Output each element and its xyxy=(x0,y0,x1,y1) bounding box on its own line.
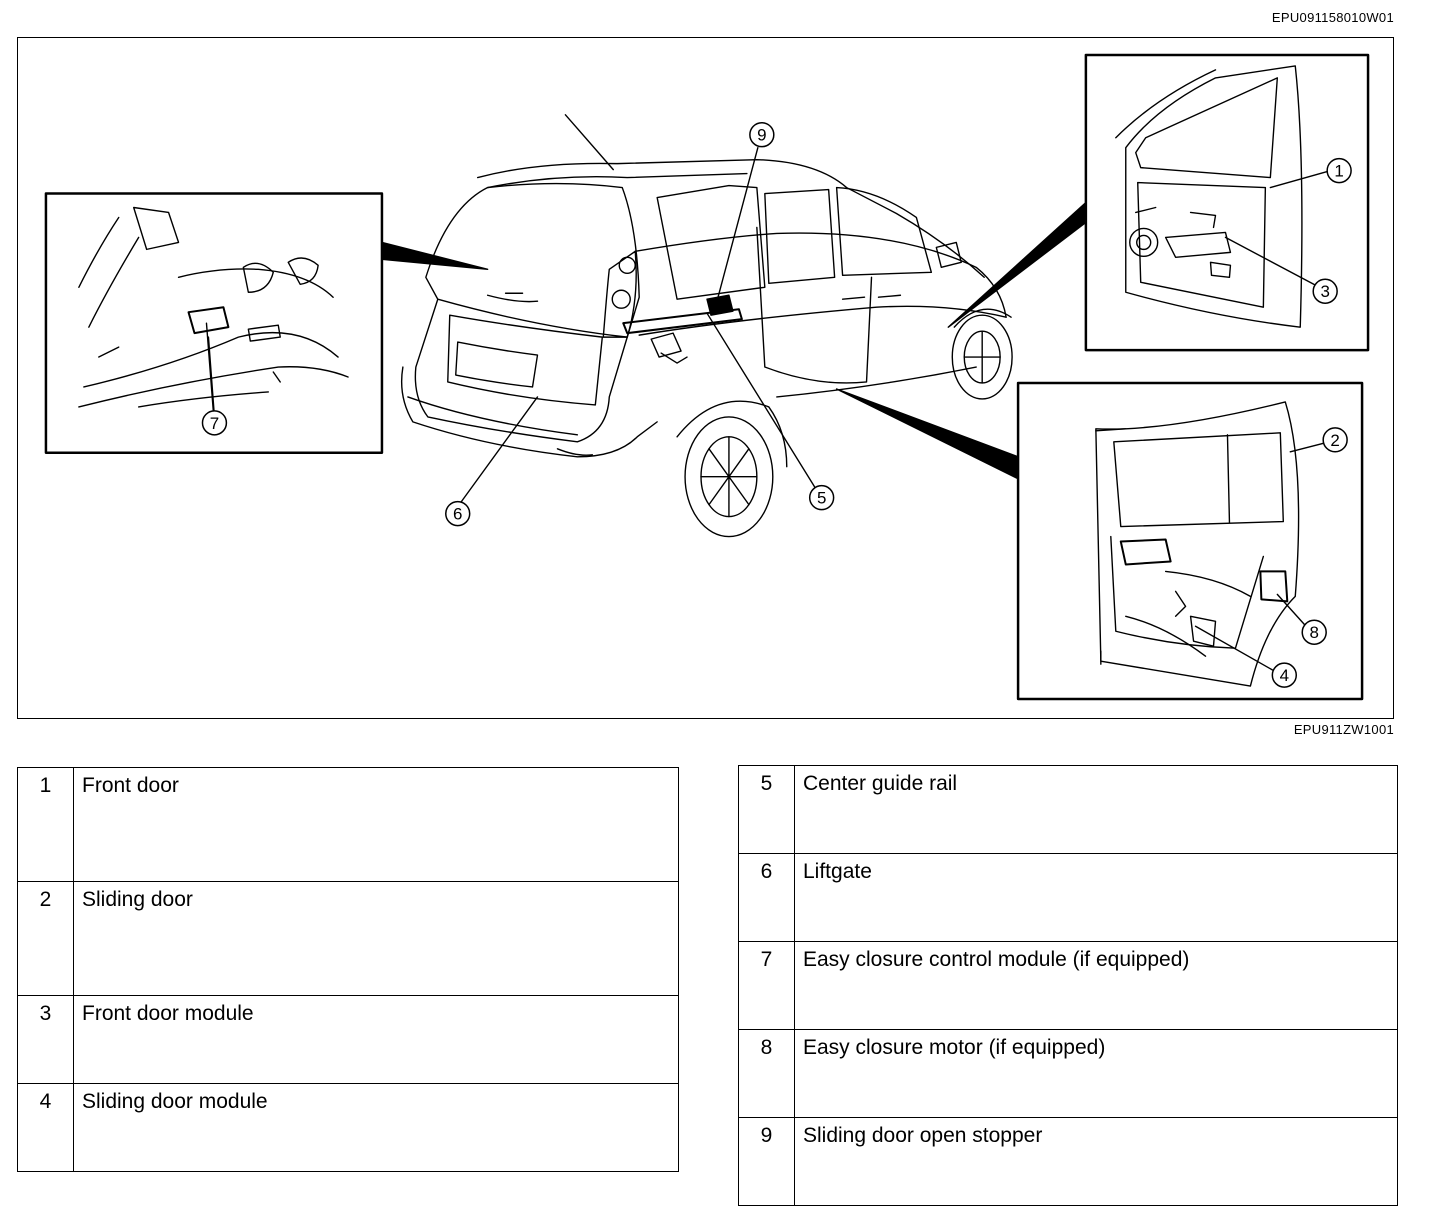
figure-code-bottom: EPU911ZW1001 xyxy=(1293,722,1394,737)
callout-8: 8 xyxy=(1301,619,1327,645)
legend-label: Liftgate xyxy=(794,853,1398,942)
legend-label: Sliding door xyxy=(73,881,679,996)
legend-label: Sliding door module xyxy=(73,1083,679,1172)
legend-row: 4 Sliding door module xyxy=(17,1083,679,1172)
vehicle-body xyxy=(400,114,1013,538)
callout-label-3: 3 xyxy=(1320,282,1329,301)
inset-sliding-door xyxy=(835,381,1364,701)
callout-5: 5 xyxy=(808,484,835,511)
legend-row: 5 Center guide rail xyxy=(738,765,1398,854)
legend-row: 3 Front door module xyxy=(17,995,679,1084)
vehicle-diagram: 9 5 6 7 1 3 2 xyxy=(17,37,1394,719)
callout-6: 6 xyxy=(445,500,471,527)
legend-label: Front door module xyxy=(73,995,679,1084)
legend-number: 2 xyxy=(17,881,74,996)
callout-label-7: 7 xyxy=(210,414,219,433)
callout-7: 7 xyxy=(201,410,228,436)
legend-number: 7 xyxy=(738,941,795,1030)
legend-label: Sliding door open stopper xyxy=(794,1117,1398,1206)
legend-number: 4 xyxy=(17,1083,74,1172)
figure-code-top: EPU091158010W01 xyxy=(1271,10,1394,25)
legend-number: 3 xyxy=(17,995,74,1084)
legend-row: 9 Sliding door open stopper xyxy=(738,1117,1398,1206)
legend-number: 1 xyxy=(17,767,74,882)
callout-label-9: 9 xyxy=(757,126,766,145)
legend-number: 8 xyxy=(738,1029,795,1118)
callout-1: 1 xyxy=(1326,157,1352,184)
legend-number: 5 xyxy=(738,765,795,854)
legend-row: 2 Sliding door xyxy=(17,881,679,996)
callout-label-1: 1 xyxy=(1334,162,1343,181)
legend-row: 1 Front door xyxy=(17,767,679,882)
callout-markers: 9 5 6 7 1 3 2 xyxy=(201,122,1352,688)
legend-label: Easy closure control module (if equipped… xyxy=(794,941,1398,1030)
callout-4: 4 xyxy=(1271,662,1298,688)
legend-number: 9 xyxy=(738,1117,795,1206)
legend-row: 6 Liftgate xyxy=(738,853,1398,942)
callout-label-8: 8 xyxy=(1309,623,1318,642)
callout-label-5: 5 xyxy=(817,489,826,508)
callout-label-2: 2 xyxy=(1330,431,1339,450)
legend-table-right: 5 Center guide rail 6 Liftgate 7 Easy cl… xyxy=(738,765,1398,1206)
callout-label-6: 6 xyxy=(453,505,462,524)
callout-9: 9 xyxy=(749,122,775,148)
callout-3: 3 xyxy=(1312,278,1338,304)
legend-number: 6 xyxy=(738,853,795,942)
legend-row: 7 Easy closure control module (if equipp… xyxy=(738,941,1398,1030)
inset-front-door xyxy=(947,53,1370,352)
legend-label: Front door xyxy=(73,767,679,882)
diagram-drawing: 9 5 6 7 1 3 2 xyxy=(44,53,1370,701)
legend-label: Easy closure motor (if equipped) xyxy=(794,1029,1398,1118)
legend-table-left: 1 Front door 2 Sliding door 3 Front door… xyxy=(17,767,679,1172)
callout-2: 2 xyxy=(1322,427,1348,453)
legend-label: Center guide rail xyxy=(794,765,1398,854)
inset-closure-module xyxy=(44,192,489,455)
legend-row: 8 Easy closure motor (if equipped) xyxy=(738,1029,1398,1118)
callout-label-4: 4 xyxy=(1280,666,1289,685)
